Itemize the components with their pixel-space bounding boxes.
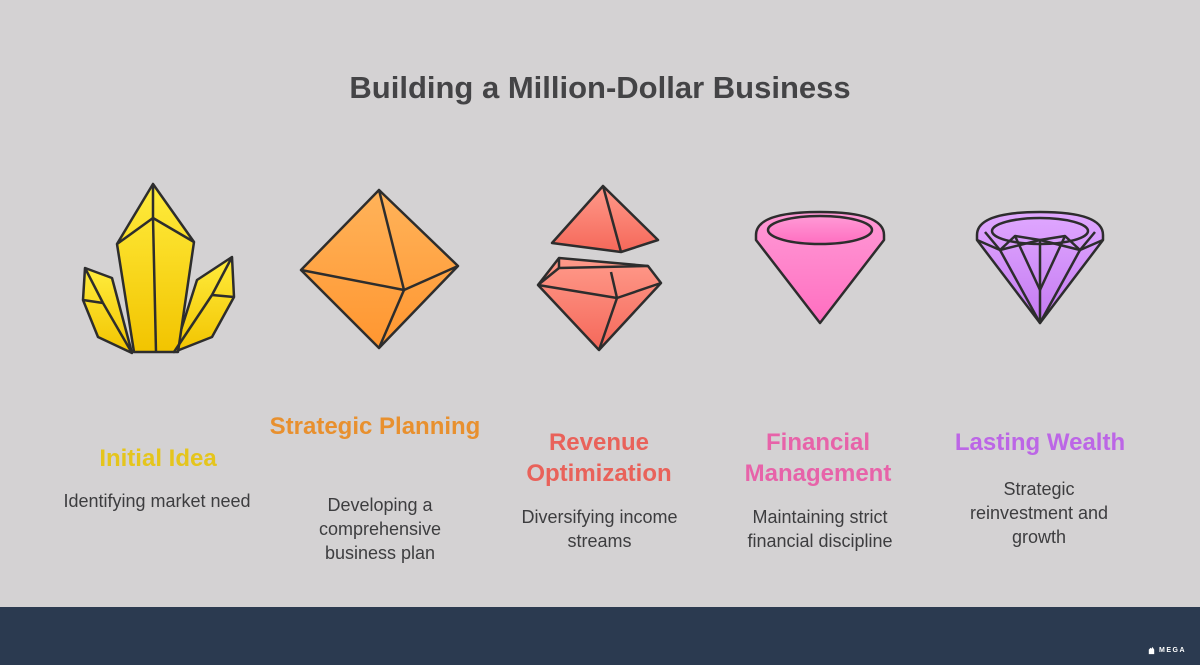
step-heading-strategic-planning: Strategic Planning <box>269 413 481 440</box>
split-gem-icon <box>536 184 663 352</box>
brand-logo: MEGA <box>1147 646 1186 655</box>
step-description-initial-idea: Identifying market need <box>63 491 251 511</box>
infographic-canvas: Building a Million-Dollar Business <box>0 0 1200 607</box>
brand-mark-icon <box>1148 646 1155 655</box>
crystal-cluster-icon <box>81 182 236 355</box>
step-heading-revenue-optimization: Revenue Optimization <box>526 429 672 487</box>
page-title: Building a Million-Dollar Business <box>349 70 851 105</box>
brand-name: MEGA <box>1159 647 1186 654</box>
step-description-strategic-planning: Developing a comprehensive business plan <box>318 495 442 563</box>
step-description-revenue-optimization: Diversifying income streams <box>521 507 678 551</box>
step-heading-financial-management: Financial Management <box>744 429 892 487</box>
step-description-financial-management: Maintaining strict financial discipline <box>747 507 893 551</box>
step-description-lasting-wealth: Strategic reinvestment and growth <box>969 479 1109 547</box>
step-heading-initial-idea: Initial Idea <box>99 445 217 472</box>
diamond-icon <box>975 210 1105 325</box>
octahedron-gem-icon <box>299 188 460 350</box>
footer-bar: MEGA <box>0 607 1200 665</box>
cone-gem-icon <box>754 210 886 325</box>
step-heading-lasting-wealth: Lasting Wealth <box>954 429 1126 456</box>
